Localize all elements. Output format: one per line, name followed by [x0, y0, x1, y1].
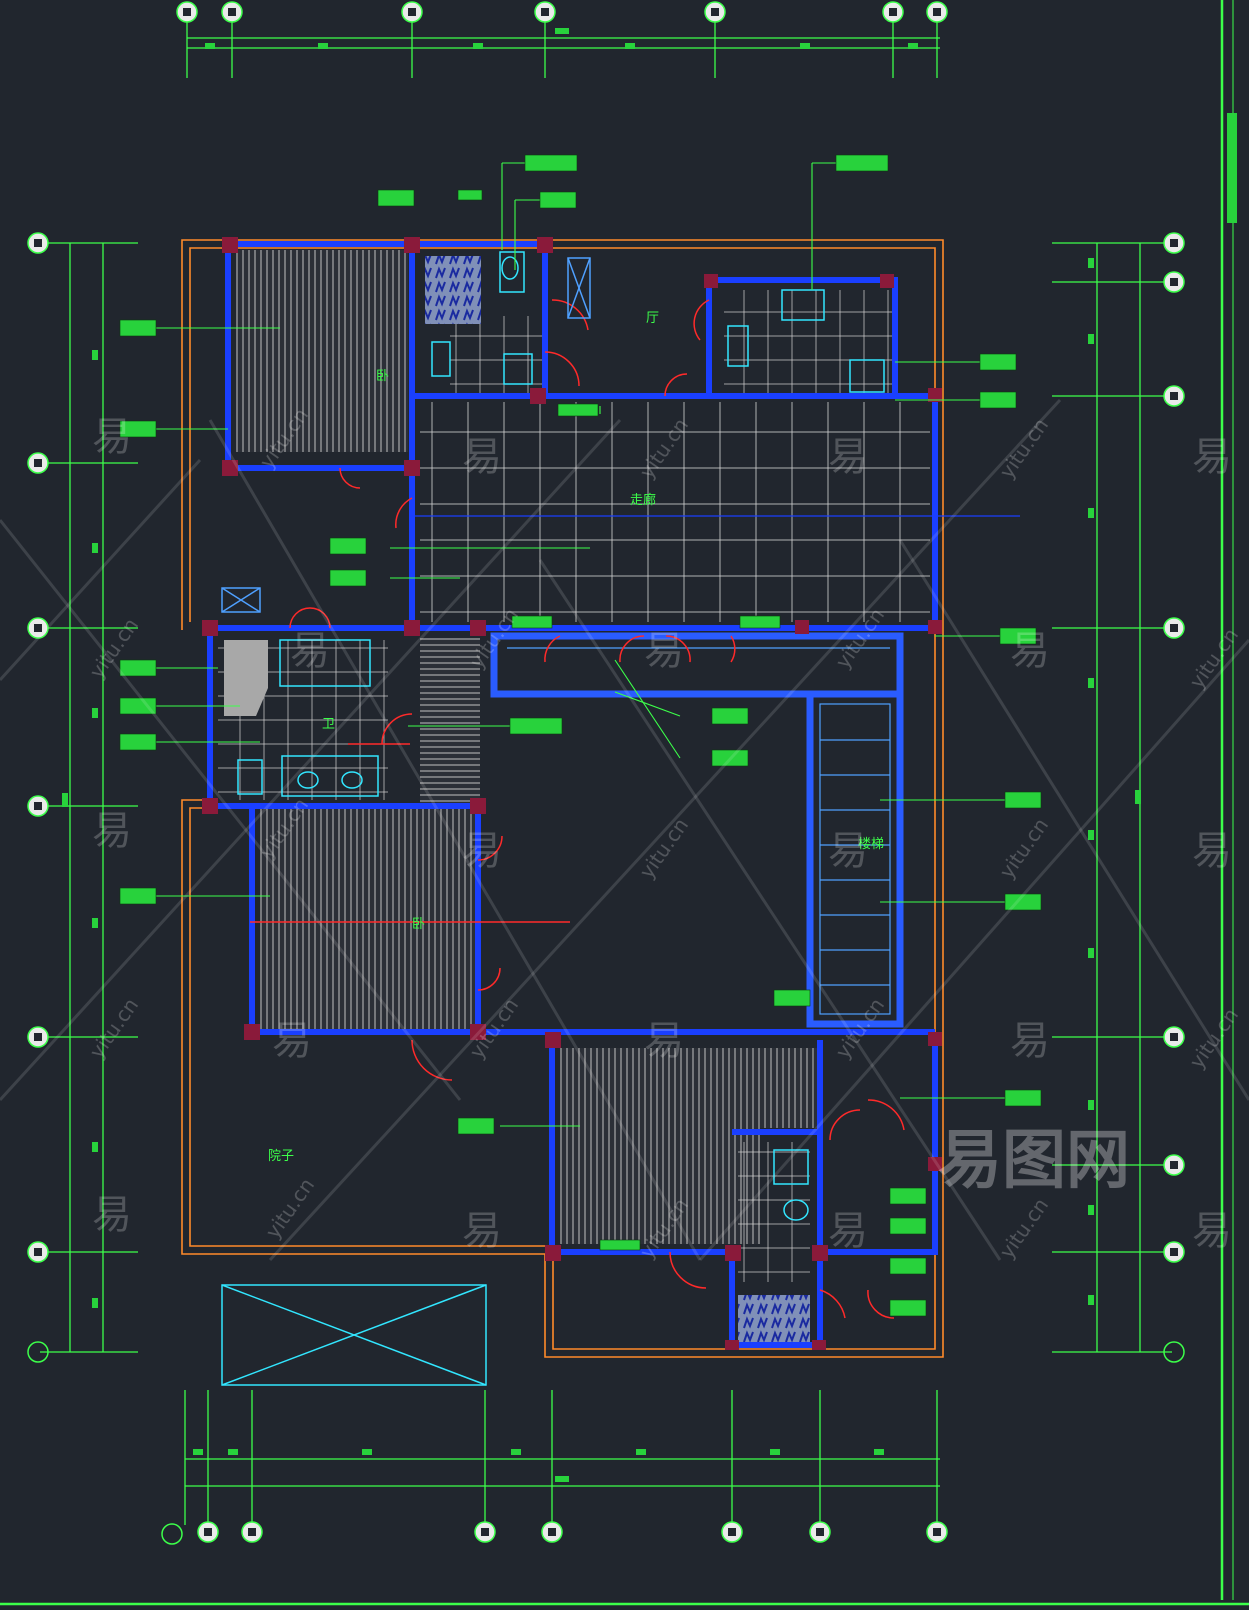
label-bedroom-top-left: 卧 — [376, 369, 389, 384]
bedroom-left-hatch — [260, 808, 480, 1032]
label-corridor: 走廊 — [630, 492, 656, 508]
axis-bubbles-empty — [27, 1341, 1185, 1545]
svg-text:易: 易 — [828, 828, 868, 874]
svg-text:yitu.cn: yitu.cn — [84, 993, 143, 1062]
svg-text:易: 易 — [644, 1018, 684, 1064]
svg-text:yitu.cn: yitu.cn — [994, 1193, 1053, 1262]
hall-tiles — [420, 402, 930, 622]
columns — [202, 237, 942, 1350]
svg-text:易: 易 — [92, 414, 132, 460]
svg-text:yitu.cn: yitu.cn — [1184, 1003, 1243, 1072]
dimension-tags — [62, 28, 1237, 1482]
svg-text:易: 易 — [272, 1018, 312, 1064]
svg-text:yitu.cn: yitu.cn — [634, 813, 693, 882]
svg-text:易: 易 — [1192, 434, 1232, 480]
svg-text:易: 易 — [92, 1192, 132, 1238]
svg-text:易: 易 — [92, 808, 132, 854]
svg-text:易: 易 — [1192, 1208, 1232, 1254]
stair-walls — [490, 632, 904, 1028]
watermark-brand: 易图网 — [938, 1124, 1130, 1198]
axis-bubble-glyphs — [34, 8, 1178, 1536]
label-yard: 院子 — [268, 1149, 294, 1164]
svg-text:易: 易 — [462, 828, 502, 874]
shower-top — [425, 256, 481, 324]
label-bedroom-left: 卧 — [412, 917, 425, 932]
svg-text:易: 易 — [462, 1208, 502, 1254]
floor-finishes — [218, 250, 930, 1343]
pool — [221, 1284, 487, 1386]
leader-lines — [155, 162, 1005, 1127]
kitchen-tiles — [724, 290, 896, 394]
svg-text:易: 易 — [828, 1208, 868, 1254]
svg-text:易: 易 — [462, 434, 502, 480]
svg-text:易: 易 — [290, 628, 330, 674]
svg-text:易: 易 — [1010, 1018, 1050, 1064]
doors — [250, 299, 905, 1319]
svg-text:易: 易 — [1010, 628, 1050, 674]
svg-text:易: 易 — [828, 434, 868, 480]
bedroom-bottom-hatch-2 — [740, 1048, 820, 1128]
label-stair: 楼梯 — [858, 837, 884, 852]
room-labels: 厅 卧 走廊 卫 卧 楼梯 院子 — [268, 311, 884, 1164]
site-boundary — [181, 239, 944, 1358]
stair-inner — [507, 647, 891, 1015]
fixtures — [221, 251, 885, 1386]
annotation-tags — [119, 154, 1042, 1317]
bedroom-bottom-hatch — [560, 1048, 760, 1244]
svg-text:yitu.cn: yitu.cn — [830, 993, 889, 1062]
bath-top-tiles — [450, 316, 542, 394]
svg-text:易: 易 — [1192, 828, 1232, 874]
bedroom-top-hatch — [236, 250, 408, 452]
watermark-lines — [0, 398, 1249, 1262]
svg-text:yitu.cn: yitu.cn — [994, 413, 1053, 482]
svg-text:易: 易 — [644, 628, 684, 674]
label-hall-top: 厅 — [646, 311, 659, 326]
label-bath-left: 卫 — [322, 717, 335, 732]
bathtub-left — [224, 640, 268, 716]
svg-text:yitu.cn: yitu.cn — [260, 1173, 319, 1242]
shower-bottom — [738, 1295, 810, 1343]
